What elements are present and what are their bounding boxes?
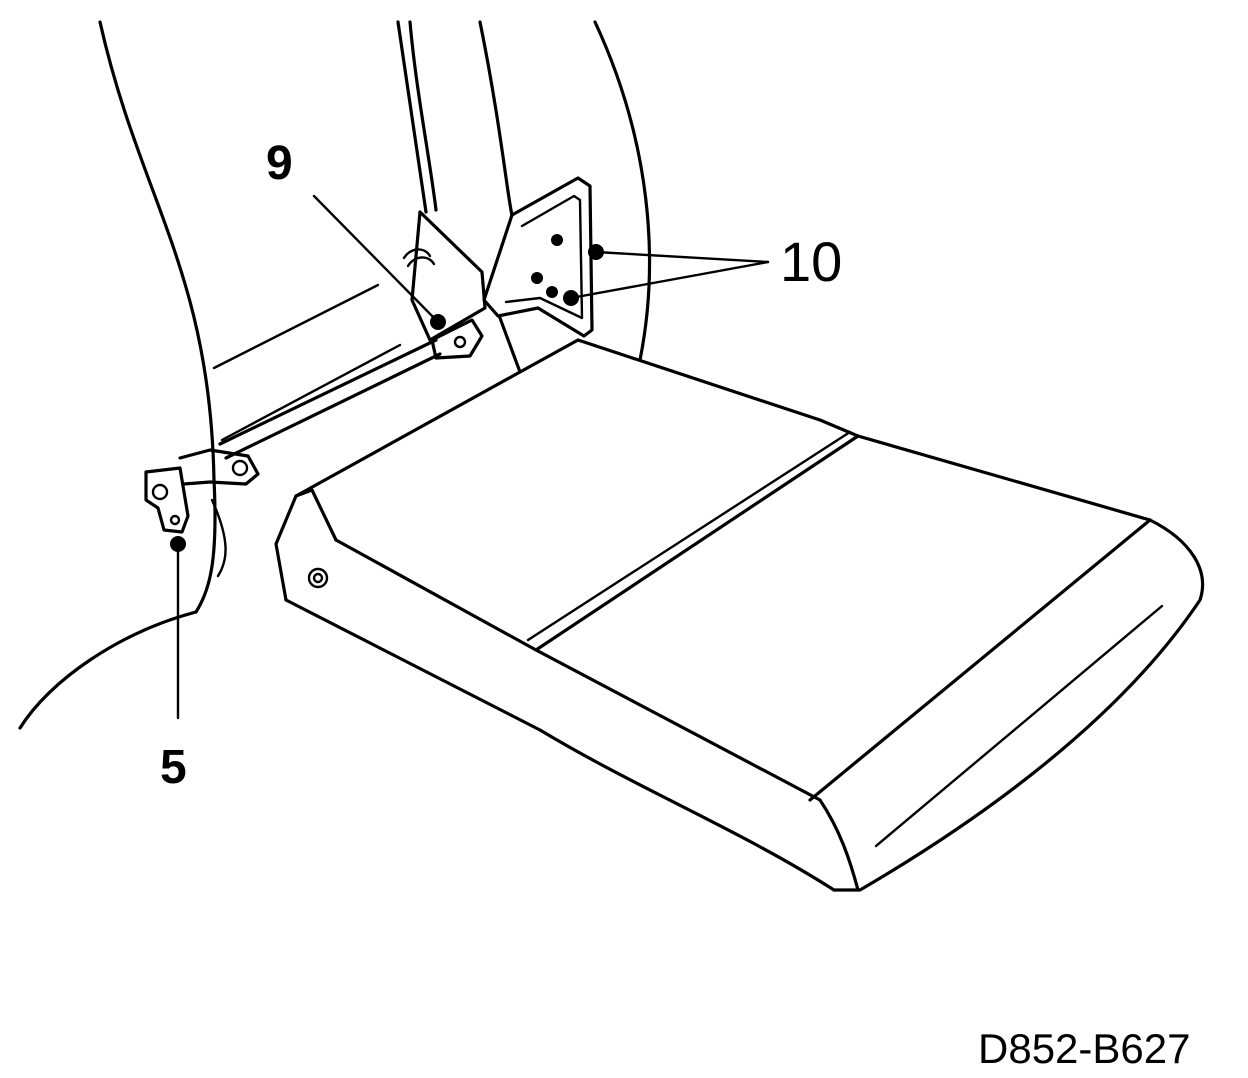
backrest-outline: [18, 20, 402, 730]
side-bracket: [482, 176, 604, 338]
callout-10: 10: [780, 230, 843, 293]
callout-5: 5: [160, 741, 187, 794]
side-panel-outline: [396, 20, 652, 362]
figure-id: D852-B627: [978, 1025, 1191, 1072]
hinge-rod: [218, 338, 442, 460]
leader-lines: [176, 194, 770, 720]
seat-cushion: [274, 316, 1205, 892]
callout-9: 9: [266, 137, 293, 190]
lower-hinge-bracket: [144, 448, 260, 578]
upper-hinge-bracket: [402, 210, 487, 360]
